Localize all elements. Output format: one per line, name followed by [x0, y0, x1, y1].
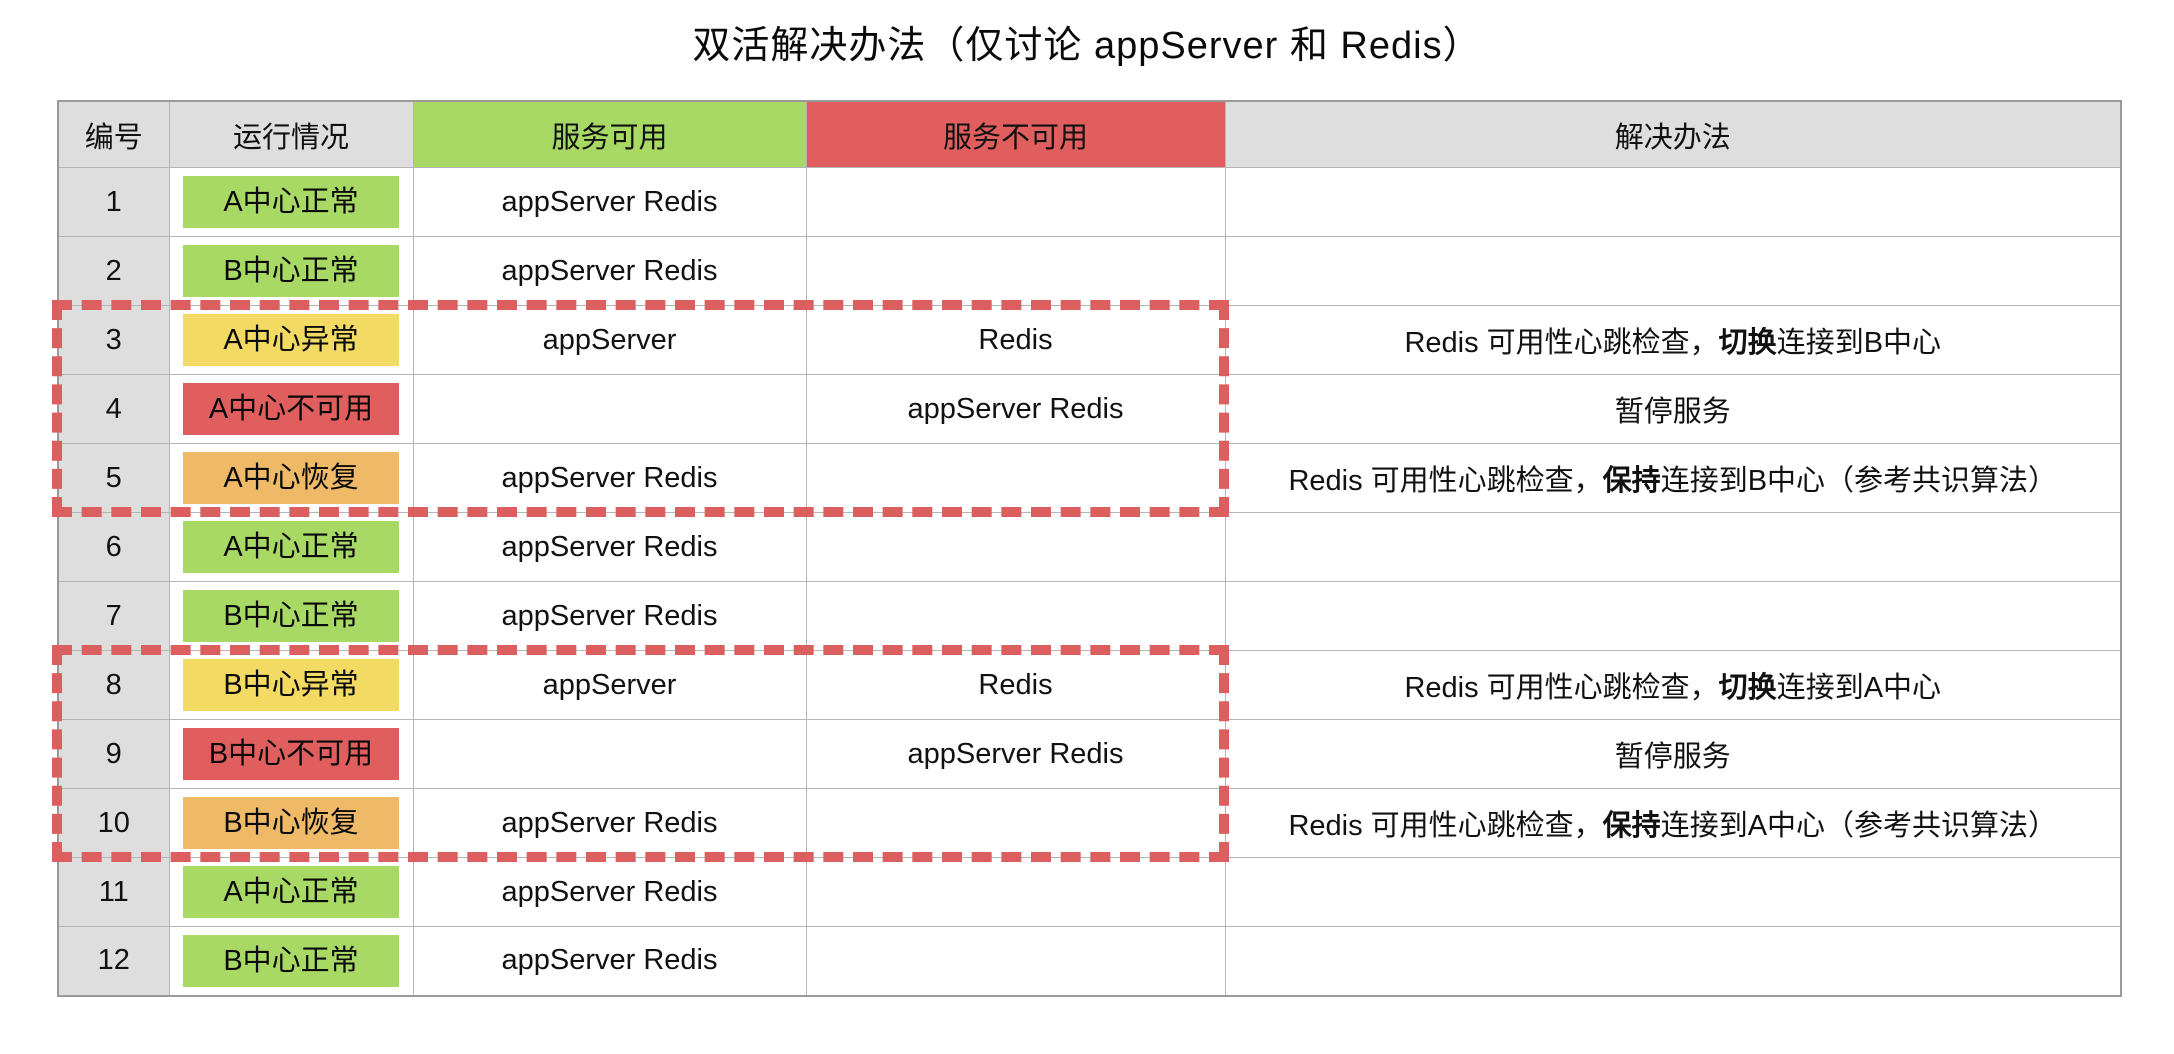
- status-badge: A中心正常: [183, 521, 399, 573]
- status-cell: B中心恢复: [168, 788, 414, 858]
- solution-text: [1224, 167, 2122, 237]
- row-number: 2: [57, 236, 170, 306]
- status-badge: A中心异常: [183, 314, 399, 366]
- unavailable-services: [805, 236, 1226, 306]
- row-number: 12: [57, 926, 170, 996]
- row-number: 6: [57, 512, 170, 582]
- col-header-running-status: 运行情况: [168, 100, 414, 168]
- solution-text: Redis 可用性心跳检查，切换连接到B中心: [1224, 305, 2122, 375]
- row-number: 5: [57, 443, 170, 513]
- status-badge: B中心异常: [183, 659, 399, 711]
- available-services: appServer Redis: [412, 236, 807, 306]
- available-services: appServer Redis: [412, 167, 807, 237]
- row-number: 9: [57, 719, 170, 789]
- page-title: 双活解决办法（仅讨论 appServer 和 Redis）: [692, 25, 1482, 67]
- status-badge: B中心正常: [183, 245, 399, 297]
- row-number: 10: [57, 788, 170, 858]
- row-number: 8: [57, 650, 170, 720]
- available-services: appServer Redis: [412, 788, 807, 858]
- solution-text: [1224, 236, 2122, 306]
- table-row: 6 A中心正常 appServer Redis: [57, 512, 2122, 582]
- status-cell: A中心正常: [168, 167, 414, 237]
- status-badge: B中心不可用: [183, 728, 399, 780]
- table-row: 2 B中心正常 appServer Redis: [57, 236, 2122, 306]
- dual-active-solution-table: 编号 运行情况 服务可用 服务不可用 解决办法 1 A中心正常 appServe…: [57, 100, 2122, 997]
- unavailable-services: [805, 926, 1226, 996]
- available-services: [412, 719, 807, 789]
- available-services: appServer Redis: [412, 443, 807, 513]
- status-cell: A中心正常: [168, 857, 414, 927]
- status-badge: B中心正常: [183, 934, 399, 987]
- solution-text: Redis 可用性心跳检查，切换连接到A中心: [1224, 650, 2122, 720]
- status-badge: A中心正常: [183, 176, 399, 228]
- unavailable-services: [805, 167, 1226, 237]
- table-row: 11 A中心正常 appServer Redis: [57, 857, 2122, 927]
- solution-text: Redis 可用性心跳检查，保持连接到B中心（参考共识算法）: [1224, 443, 2122, 513]
- status-badge: B中心恢复: [183, 797, 399, 849]
- unavailable-services: [805, 857, 1226, 927]
- available-services: appServer Redis: [412, 926, 807, 996]
- unavailable-services: appServer Redis: [805, 374, 1226, 444]
- table-row: 12 B中心正常 appServer Redis: [57, 926, 2122, 996]
- table-row: 7 B中心正常 appServer Redis: [57, 581, 2122, 651]
- available-services: appServer: [412, 650, 807, 720]
- table-row: 9 B中心不可用 appServer Redis 暂停服务: [57, 719, 2122, 789]
- table-row: 10 B中心恢复 appServer Redis Redis 可用性心跳检查，保…: [57, 788, 2122, 858]
- unavailable-services: appServer Redis: [805, 719, 1226, 789]
- available-services: appServer Redis: [412, 512, 807, 582]
- row-number: 1: [57, 167, 170, 237]
- status-cell: B中心正常: [168, 236, 414, 306]
- status-badge: A中心不可用: [183, 383, 399, 435]
- row-number: 3: [57, 305, 170, 375]
- table-row: 8 B中心异常 appServer Redis Redis 可用性心跳检查，切换…: [57, 650, 2122, 720]
- status-cell: A中心不可用: [168, 374, 414, 444]
- table-row: 4 A中心不可用 appServer Redis 暂停服务: [57, 374, 2122, 444]
- col-header-solution: 解决办法: [1224, 100, 2122, 168]
- status-cell: B中心正常: [168, 926, 414, 996]
- solution-text: [1224, 581, 2122, 651]
- status-cell: A中心恢复: [168, 443, 414, 513]
- table-row: 5 A中心恢复 appServer Redis Redis 可用性心跳检查，保持…: [57, 443, 2122, 513]
- solution-text: 暂停服务: [1224, 374, 2122, 444]
- status-badge: A中心恢复: [183, 452, 399, 504]
- row-number: 4: [57, 374, 170, 444]
- row-number: 11: [57, 857, 170, 927]
- table-header-row: 编号 运行情况 服务可用 服务不可用 解决办法: [57, 100, 2122, 168]
- available-services: appServer: [412, 305, 807, 375]
- available-services: appServer Redis: [412, 581, 807, 651]
- unavailable-services: [805, 443, 1226, 513]
- unavailable-services: Redis: [805, 305, 1226, 375]
- status-badge: A中心正常: [183, 866, 399, 918]
- status-badge: B中心正常: [183, 590, 399, 642]
- available-services: [412, 374, 807, 444]
- solution-text: 暂停服务: [1224, 719, 2122, 789]
- col-header-service-available: 服务可用: [412, 100, 807, 168]
- solution-text: [1224, 857, 2122, 927]
- unavailable-services: [805, 581, 1226, 651]
- status-cell: A中心异常: [168, 305, 414, 375]
- solution-text: [1224, 512, 2122, 582]
- status-cell: B中心正常: [168, 581, 414, 651]
- table-row: 3 A中心异常 appServer Redis Redis 可用性心跳检查，切换…: [57, 305, 2122, 375]
- row-number: 7: [57, 581, 170, 651]
- status-cell: B中心不可用: [168, 719, 414, 789]
- status-cell: A中心正常: [168, 512, 414, 582]
- available-services: appServer Redis: [412, 857, 807, 927]
- solution-text: [1224, 926, 2122, 996]
- col-header-number: 编号: [57, 100, 170, 168]
- unavailable-services: [805, 788, 1226, 858]
- solution-text: Redis 可用性心跳检查，保持连接到A中心（参考共识算法）: [1224, 788, 2122, 858]
- col-header-service-unavailable: 服务不可用: [805, 100, 1226, 168]
- status-cell: B中心异常: [168, 650, 414, 720]
- table-row: 1 A中心正常 appServer Redis: [57, 167, 2122, 237]
- unavailable-services: Redis: [805, 650, 1226, 720]
- unavailable-services: [805, 512, 1226, 582]
